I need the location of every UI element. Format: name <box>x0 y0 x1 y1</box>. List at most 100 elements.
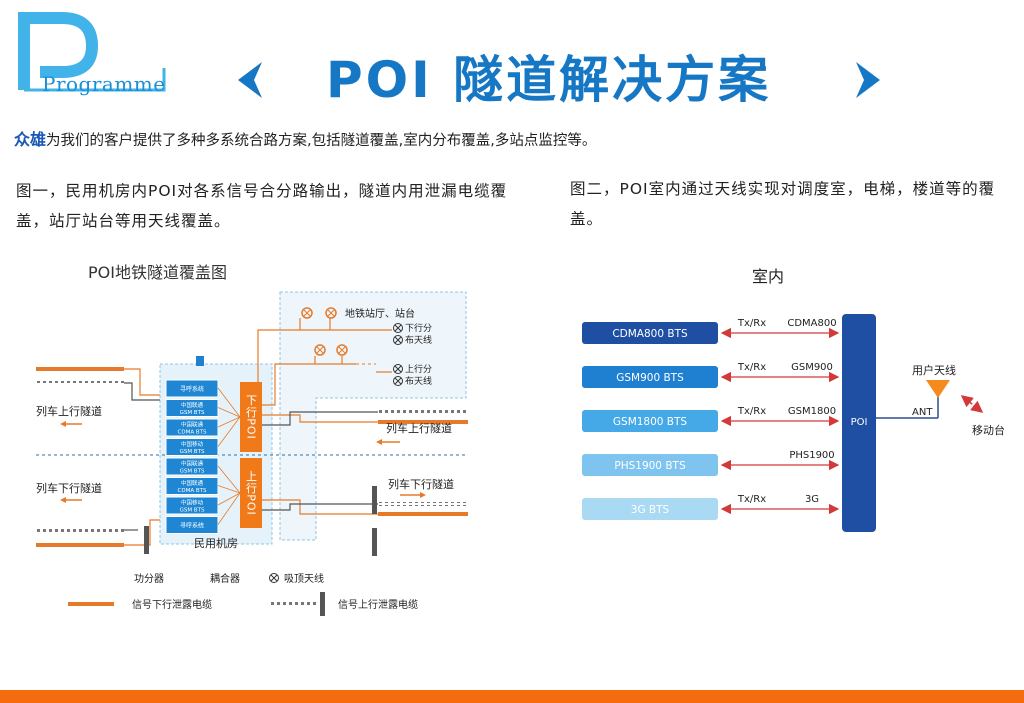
legend-up-cable-swatch <box>268 602 318 606</box>
down-leaky-cable <box>378 420 468 424</box>
bts-label: 3G BTS <box>631 504 670 516</box>
band-label: GSM900 <box>791 362 833 373</box>
tunnel-diagram-title: POI地铁隧道覆盖图 <box>88 263 227 282</box>
bts-module-label: GSM BTS <box>180 410 205 416</box>
ceiling-antenna-icon <box>393 335 403 345</box>
down-poi-label: 下行POI <box>245 394 258 440</box>
tunnel-uplink-lines <box>124 382 378 531</box>
down-leaky-cable <box>36 367 124 371</box>
bts-module-label: 中国联通 <box>181 401 204 409</box>
module-link <box>217 465 241 494</box>
legend-up-cable: 信号上行泄露电缆 <box>338 598 418 611</box>
txrx-label: Tx/Rx <box>737 318 766 329</box>
tunnel-label-left-up: 列车上行隧道 <box>36 404 102 418</box>
previous-arrow-icon[interactable] <box>232 60 272 100</box>
band-label: PHS1900 <box>789 450 834 461</box>
intro-text: 为我们的客户提供了多种多系统合路方案,包括隧道覆盖,室内分布覆盖,多站点监控等。 <box>46 133 597 149</box>
bts-module-label: GSM BTS <box>180 508 205 514</box>
legend-coupler-swatch <box>320 592 325 616</box>
bts-module <box>165 399 219 417</box>
legend-antenna-icon <box>269 573 279 583</box>
bts-module-label: CDMA BTS <box>178 488 207 494</box>
bts-module-label: 中国联通 <box>181 479 204 487</box>
bts-box <box>582 498 718 520</box>
direction-arrow-head <box>60 497 66 503</box>
tunnel-label-left-down: 列车下行隧道 <box>36 481 102 495</box>
wireless-link <box>960 395 984 413</box>
module-link <box>217 416 241 428</box>
band-label: 3G <box>805 494 819 505</box>
antenna-label: 布天线 <box>405 334 432 346</box>
mobile-station-label: 移动台 <box>972 423 1005 437</box>
bts-box <box>582 366 718 388</box>
up-leaky-cable <box>378 410 468 414</box>
down-leaky-cable <box>36 543 124 547</box>
station-label: 地铁站厅、站台 <box>345 307 415 320</box>
ceiling-antenna-icon <box>301 307 313 319</box>
bts-module-label: 中国联通 <box>181 460 204 468</box>
bts-module-label: 中国联通 <box>181 421 204 429</box>
user-antenna-icon <box>926 380 950 398</box>
legend-down-cable-swatch <box>68 602 114 606</box>
bts-module <box>165 516 219 534</box>
tunnel-feeder-lines <box>124 368 378 546</box>
band-label: CDMA800 <box>787 318 836 329</box>
legend-coupler: 耦合器 <box>210 572 240 585</box>
programme-logo: Programme <box>14 10 174 96</box>
module-link <box>217 416 241 447</box>
logo-emblem <box>18 12 166 92</box>
up-poi-label: 上行POI <box>245 470 258 516</box>
ceiling-antenna-icon <box>314 344 326 356</box>
bts-module-label: 中国移动 <box>181 440 204 448</box>
bts-module-label: GSM BTS <box>180 469 205 475</box>
bts-label: CDMA800 BTS <box>612 328 688 340</box>
up-poi <box>240 458 262 528</box>
bts-module-label: GSM BTS <box>180 449 205 455</box>
txrx-label: Tx/Rx <box>737 406 766 417</box>
coupler-block <box>372 486 377 514</box>
up-leaky-cable <box>36 528 124 532</box>
bts-box <box>582 410 718 432</box>
down-poi <box>240 382 262 452</box>
intro-line: 众雄为我们的客户提供了多种多系统合路方案,包括隧道覆盖,室内分布覆盖,多站点监控… <box>14 126 596 150</box>
indoor-poi <box>842 314 876 532</box>
bts-module-label: 寻呼系统 <box>180 385 204 393</box>
logo-text: Programme <box>42 72 166 96</box>
next-arrow-icon[interactable] <box>846 60 886 100</box>
module-link <box>217 492 241 525</box>
direction-arrow-head <box>420 492 426 498</box>
module-link <box>217 407 241 418</box>
bts-box <box>582 322 718 344</box>
bts-box <box>582 454 718 476</box>
tunnel-label-right-down: 列车下行隧道 <box>388 477 454 491</box>
legend-amplifier: 功分器 <box>134 573 164 585</box>
up-split-label: 上行分 <box>405 363 432 375</box>
footer-bar <box>0 690 1024 703</box>
tunnel-label-right-up: 列车上行隧道 <box>386 421 452 435</box>
module-link <box>217 492 241 506</box>
bts-label: GSM900 BTS <box>616 372 684 384</box>
bts-module <box>165 438 219 456</box>
legend-ceiling-antenna: 吸顶天线 <box>284 572 324 585</box>
coupler-block <box>372 528 377 556</box>
bts-label: GSM1800 BTS <box>613 416 688 428</box>
down-split-label: 下行分 <box>405 322 432 334</box>
ceiling-antenna-icon <box>336 344 348 356</box>
feed-connector <box>196 356 204 366</box>
coupler-block <box>144 526 149 554</box>
direction-arrow-head <box>376 439 382 445</box>
txrx-label: Tx/Rx <box>737 362 766 373</box>
direction-arrow-head <box>60 421 66 427</box>
bts-module <box>165 418 219 437</box>
bts-module-label: CDMA BTS <box>178 430 207 436</box>
ceiling-antenna-icon <box>393 323 403 333</box>
up-leaky-cable <box>36 381 124 385</box>
equipment-room-label: 民用机房 <box>194 536 238 550</box>
bts-module <box>165 496 219 515</box>
ant-label: ANT <box>912 407 933 418</box>
txrx-label: Tx/Rx <box>737 494 766 505</box>
user-antenna-label: 用户天线 <box>912 363 956 377</box>
